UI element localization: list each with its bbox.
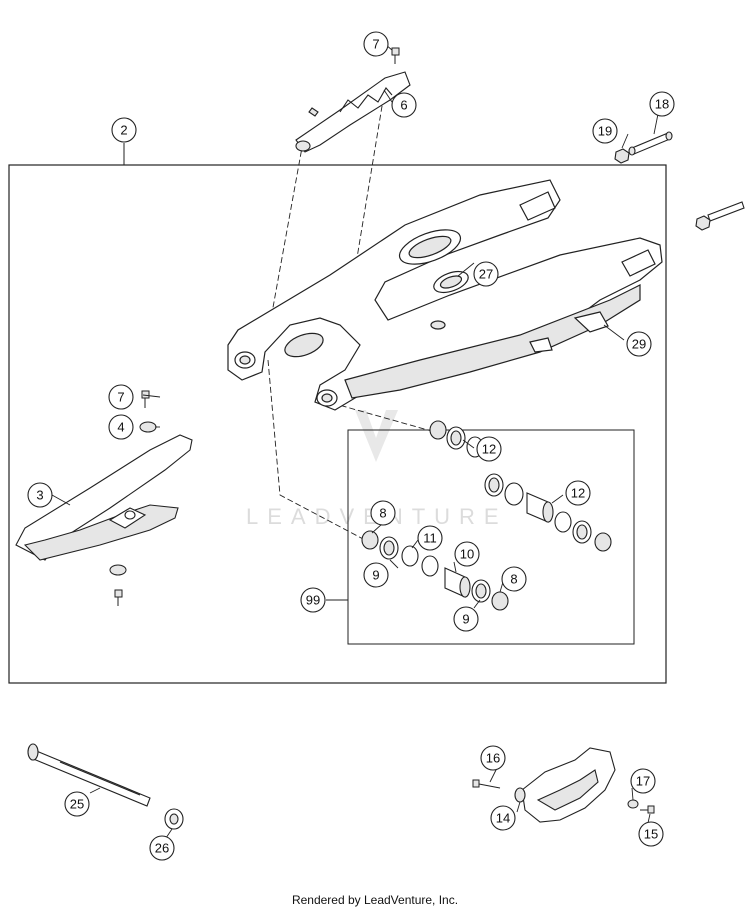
washer-4 xyxy=(139,421,157,433)
svg-text:19: 19 xyxy=(598,124,612,139)
callout-26: 26 xyxy=(149,835,175,861)
svg-text:6: 6 xyxy=(400,98,407,113)
svg-text:11: 11 xyxy=(423,531,437,546)
callout-3: 3 xyxy=(27,482,53,508)
svg-text:12: 12 xyxy=(482,442,496,457)
callout-12-upper: 12 xyxy=(476,436,502,462)
svg-text:8: 8 xyxy=(379,506,386,521)
svg-text:29: 29 xyxy=(632,337,646,352)
svg-text:25: 25 xyxy=(70,797,84,812)
callout-7-top: 7 xyxy=(363,31,389,57)
swingarm-assembly-frame xyxy=(8,164,667,684)
svg-text:7: 7 xyxy=(372,37,379,52)
axle-25 xyxy=(27,743,151,807)
callout-99: 99 xyxy=(300,587,326,613)
swingarm xyxy=(227,179,663,411)
svg-text:17: 17 xyxy=(636,774,650,789)
washer-17 xyxy=(627,799,639,809)
callout-9-upper: 9 xyxy=(363,562,389,588)
bolt-spare xyxy=(695,201,745,231)
svg-text:16: 16 xyxy=(486,751,500,766)
svg-text:7: 7 xyxy=(117,390,124,405)
svg-text:18: 18 xyxy=(655,97,669,112)
chain-guide-14 xyxy=(514,747,616,823)
screw-7-left xyxy=(141,390,150,408)
assembly-lines xyxy=(267,87,436,541)
svg-text:3: 3 xyxy=(36,488,43,503)
footer-credit: Rendered by LeadVenture, Inc. xyxy=(291,893,459,907)
svg-text:10: 10 xyxy=(460,547,474,562)
callout-6: 6 xyxy=(391,92,417,118)
chain-slider xyxy=(15,434,193,561)
callout-10: 10 xyxy=(454,541,480,567)
callout-17: 17 xyxy=(630,768,656,794)
callout-19: 19 xyxy=(592,118,618,144)
callouts: 2 3 4 6 7 7 8 8 9 9 10 11 12 12 14 15 16… xyxy=(27,31,675,861)
callout-27: 27 xyxy=(473,261,499,287)
screw-15 xyxy=(640,805,655,814)
bearing-parts xyxy=(361,420,612,611)
svg-text:99: 99 xyxy=(306,593,320,608)
svg-text:8: 8 xyxy=(510,572,517,587)
svg-text:9: 9 xyxy=(372,568,379,583)
callout-4: 4 xyxy=(108,414,134,440)
callout-16: 16 xyxy=(480,745,506,771)
callout-11: 11 xyxy=(417,525,443,551)
callout-9-lower: 9 xyxy=(453,606,479,632)
bolt-16 xyxy=(472,779,501,789)
callout-15: 15 xyxy=(638,821,664,847)
svg-text:14: 14 xyxy=(496,811,510,826)
screw-7-top xyxy=(391,47,400,64)
svg-text:15: 15 xyxy=(644,827,658,842)
spacer-26 xyxy=(164,808,184,830)
bearing-kit-frame xyxy=(347,429,635,645)
svg-text:27: 27 xyxy=(479,267,493,282)
svg-text:9: 9 xyxy=(462,612,469,627)
callout-8-lower: 8 xyxy=(501,566,527,592)
bolt-18 xyxy=(628,131,673,156)
callout-29: 29 xyxy=(626,331,652,357)
callout-14: 14 xyxy=(490,805,516,831)
callout-12-lower: 12 xyxy=(565,480,591,506)
callout-7-left: 7 xyxy=(108,384,134,410)
nut-19 xyxy=(614,148,630,164)
callout-2: 2 xyxy=(111,117,137,143)
callout-25: 25 xyxy=(64,791,90,817)
callout-18: 18 xyxy=(649,91,675,117)
leader-lines xyxy=(51,44,659,839)
svg-text:12: 12 xyxy=(571,486,585,501)
svg-text:26: 26 xyxy=(155,841,169,856)
callout-8-upper: 8 xyxy=(370,500,396,526)
svg-text:4: 4 xyxy=(117,420,124,435)
chain-guard-bracket xyxy=(295,71,411,153)
svg-text:2: 2 xyxy=(120,123,127,138)
slider-lower-fasteners xyxy=(109,564,127,606)
